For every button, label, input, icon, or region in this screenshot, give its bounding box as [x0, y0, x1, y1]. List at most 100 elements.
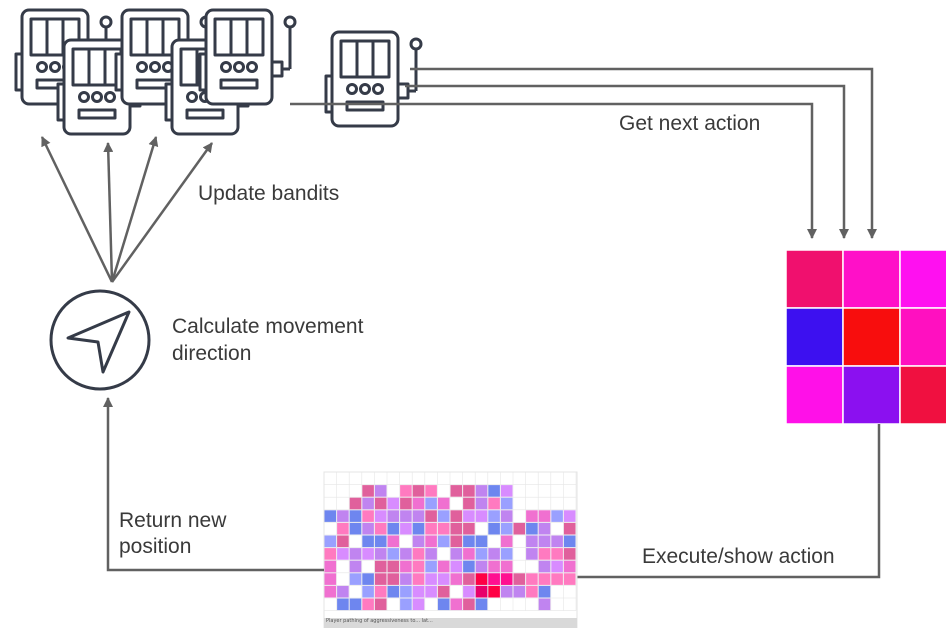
map-cell: [437, 497, 450, 510]
map-cell: [437, 598, 450, 611]
execute-label: Execute/show action: [642, 545, 835, 568]
map-cell: [475, 485, 488, 497]
map-cell: [538, 560, 551, 573]
map-cell: [412, 573, 425, 585]
map-cell: [450, 548, 463, 560]
map-cell: [450, 598, 463, 611]
map-cell: [387, 548, 400, 560]
map-cell: [500, 535, 513, 548]
map-cell: [400, 573, 412, 585]
map-cell: [437, 535, 450, 548]
action-arrow-2: [405, 84, 849, 239]
map-highlight-cell: [488, 573, 500, 585]
map-cell: [374, 560, 387, 573]
map-cell: [349, 548, 362, 560]
map-cell: [526, 535, 538, 548]
map-cell: [513, 585, 526, 598]
map-cell: [563, 548, 576, 560]
map-cell: [563, 522, 576, 535]
action-grid-cell: [842, 307, 901, 367]
map-cell: [425, 560, 437, 573]
game-map: [323, 471, 578, 629]
map-cell: [475, 510, 488, 522]
map-cell: [349, 510, 362, 522]
action-grid-cell: [899, 307, 946, 367]
action-grid: [785, 249, 946, 425]
map-cell: [349, 573, 362, 585]
action-grid-cell: [785, 249, 844, 309]
map-cell: [526, 573, 538, 585]
update-bandits-label: Update bandits: [198, 182, 340, 205]
map-cell: [488, 560, 500, 573]
map-cell: [400, 522, 412, 535]
map-cell: [374, 497, 387, 510]
map-cell: [437, 585, 450, 598]
map-cell: [362, 522, 374, 535]
map-cell: [349, 598, 362, 611]
map-cell: [563, 560, 576, 573]
map-cell: [463, 497, 475, 510]
update-arrows: [40, 136, 214, 283]
map-cell: [349, 497, 362, 510]
map-cell: [374, 598, 387, 611]
map-cell: [425, 535, 437, 548]
map-cell: [412, 598, 425, 611]
map-cell: [387, 497, 400, 510]
map-cell: [374, 485, 387, 497]
map-cell: [437, 510, 450, 522]
map-cell: [526, 548, 538, 560]
map-cell: [400, 485, 412, 497]
map-cell: [374, 510, 387, 522]
map-cell: [362, 573, 374, 585]
map-cell: [475, 598, 488, 611]
map-cell: [463, 522, 475, 535]
map-cell: [463, 573, 475, 585]
map-cell: [463, 598, 475, 611]
map-cell: [538, 585, 551, 598]
map-cell: [425, 585, 437, 598]
map-cell: [563, 535, 576, 548]
map-cell: [500, 585, 513, 598]
map-cell: [488, 485, 500, 497]
map-cell: [551, 548, 563, 560]
map-cell: [513, 522, 526, 535]
map-cell: [475, 548, 488, 560]
map-cell: [475, 497, 488, 510]
map-cell: [425, 573, 437, 585]
map-cell: [551, 560, 563, 573]
map-highlight-cell: [475, 585, 488, 598]
map-cell: [563, 510, 576, 522]
map-cell: [387, 560, 400, 573]
map-cell: [538, 510, 551, 522]
map-cell: [475, 535, 488, 548]
map-cell: [412, 522, 425, 535]
action-grid-cell: [842, 365, 901, 425]
map-cell: [324, 560, 337, 573]
map-cell: [538, 598, 551, 611]
slot-machine-icons: [14, 8, 423, 136]
map-cell: [450, 510, 463, 522]
map-cell: [551, 510, 563, 522]
map-cell: [513, 573, 526, 585]
map-cell: [538, 548, 551, 560]
action-arrow-3: [410, 67, 877, 239]
map-cell: [337, 548, 349, 560]
map-cell: [362, 548, 374, 560]
map-cell: [400, 585, 412, 598]
map-cell: [374, 548, 387, 560]
action-grid-cell: [785, 365, 844, 425]
get-next-action-arrows: [290, 67, 877, 239]
calculate-label-line2: direction: [172, 342, 252, 365]
map-cell: [387, 585, 400, 598]
map-cell: [551, 535, 563, 548]
execute-arrow: [513, 424, 881, 583]
map-cell: [337, 535, 349, 548]
map-cell: [412, 560, 425, 573]
map-cell: [526, 522, 538, 535]
action-grid-cell: [899, 365, 946, 425]
map-cell: [412, 548, 425, 560]
map-cell: [425, 548, 437, 560]
map-cell: [538, 522, 551, 535]
return-arrow: [103, 397, 324, 572]
update-arrow-3: [110, 136, 159, 283]
